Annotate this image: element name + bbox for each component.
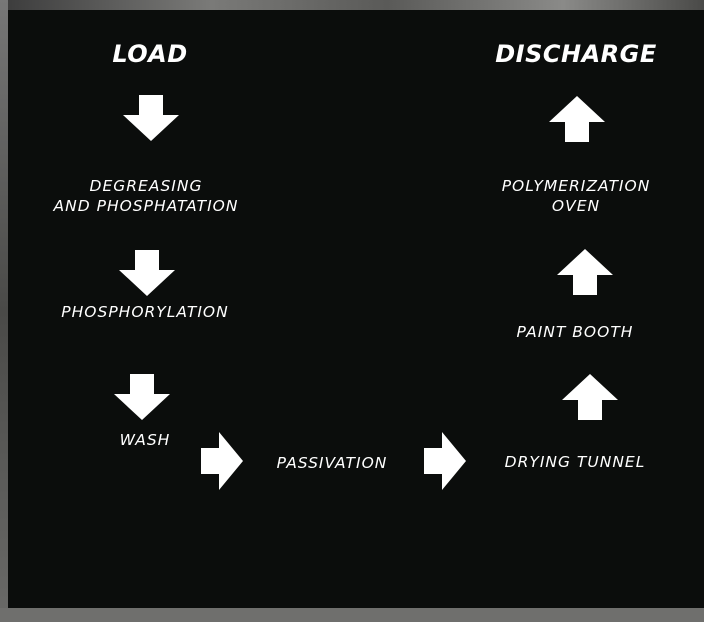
arrow-right-icon	[201, 432, 243, 490]
step-degreasing-phosphatation: DEGREASING AND PHOSPHATATION	[30, 176, 262, 216]
arrow-up-icon	[549, 96, 605, 142]
load-title: LOAD	[95, 40, 205, 68]
arrow-down-icon	[119, 250, 175, 296]
background-photo-bottom	[0, 608, 704, 622]
step-polymerization-oven: POLYMERIZATION OVEN	[485, 176, 667, 216]
step-phosphorylation: PHOSPHORYLATION	[40, 302, 250, 322]
step-wash: WASH	[100, 430, 190, 450]
arrow-right-icon	[424, 432, 466, 490]
step-paint-booth: PAINT BOOTH	[500, 322, 650, 342]
arrow-up-icon	[562, 374, 618, 420]
step-drying-tunnel: DRYING TUNNEL	[490, 452, 660, 472]
step-passivation: PASSIVATION	[262, 453, 402, 473]
discharge-title: DISCHARGE	[495, 40, 657, 68]
arrow-down-icon	[123, 95, 179, 141]
arrow-down-icon	[114, 374, 170, 420]
background-photo-top	[0, 0, 704, 10]
arrow-up-icon	[557, 249, 613, 295]
background-photo-left	[0, 0, 8, 622]
